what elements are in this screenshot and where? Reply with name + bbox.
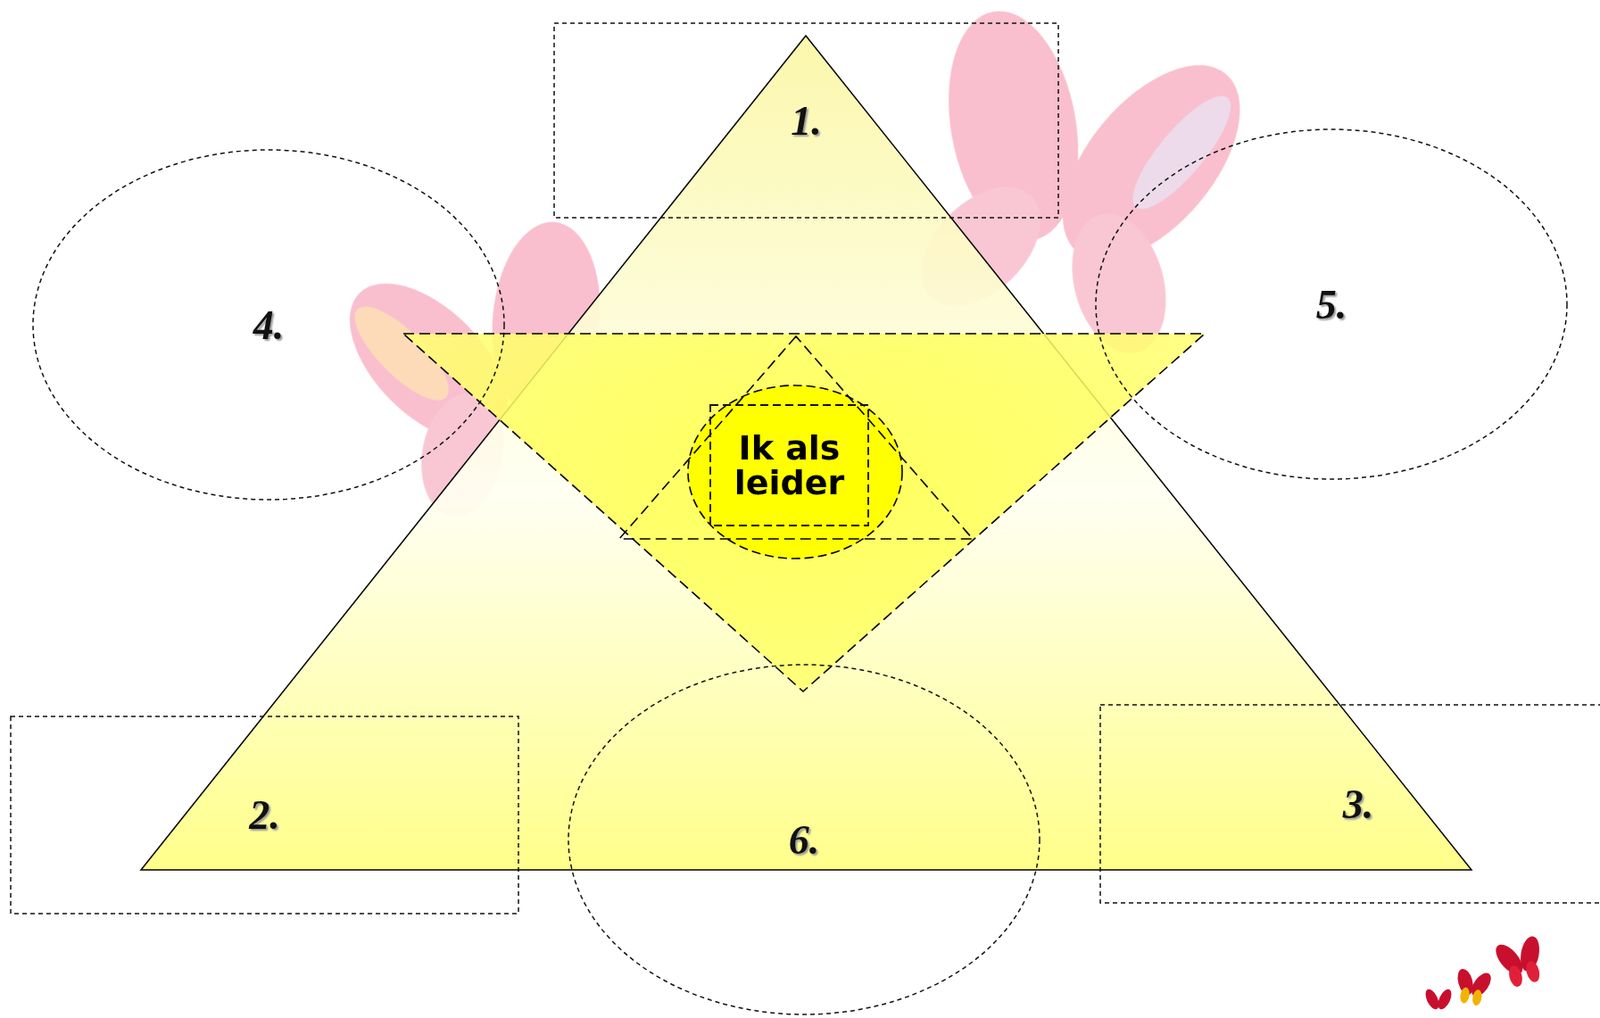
dashed-ellipse: 6.: [567, 663, 1041, 1016]
ellipse-line: [568, 664, 1040, 1015]
callout-number: 2.: [248, 791, 281, 839]
box-line: [554, 23, 1059, 218]
logo-butterflies: [1422, 930, 1552, 1012]
box-line: [10, 716, 519, 914]
inverted-triangle: [403, 333, 1205, 692]
callout-number: 5.: [1316, 281, 1348, 329]
inner-triangle: [619, 336, 973, 539]
callout-number: 3.: [1343, 780, 1375, 829]
ellipse-line: [33, 149, 505, 500]
center-ellipse: [688, 385, 903, 559]
center-label: Ik als leider: [734, 431, 846, 501]
callout-number: 4.: [253, 301, 285, 349]
dashed-box: 2.: [9, 715, 520, 915]
box-line: [710, 405, 869, 526]
outer-triangle: [140, 35, 1472, 871]
box-line: [1100, 704, 1600, 904]
dashed-box: 1.: [553, 22, 1060, 219]
ellipse-line: [1095, 129, 1567, 480]
callout-number: 1.: [790, 97, 822, 145]
dashed-ellipse: 5.: [1094, 128, 1568, 481]
dashed-ellipse: 4.: [32, 149, 506, 501]
dashed-box: 3.: [1099, 704, 1600, 904]
dashed-box: Ik als leider: [709, 404, 870, 527]
callout-number: 6.: [788, 816, 821, 864]
